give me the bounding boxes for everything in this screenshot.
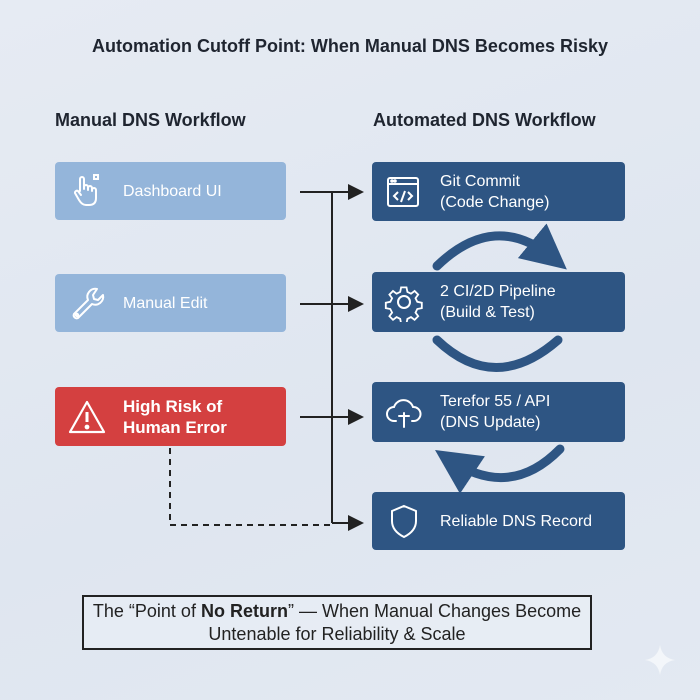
label-line-1: 2 CI/2D Pipeline xyxy=(440,283,556,300)
manual-step-label: Dashboard UI xyxy=(123,182,222,200)
auto-step-pipeline: 2 CI/2D Pipeline (Build & Test) xyxy=(372,272,625,332)
manual-step-manual-edit: Manual Edit xyxy=(55,274,286,332)
auto-step-api: Terefor 55 / API (DNS Update) xyxy=(372,382,625,442)
warning-icon xyxy=(68,400,106,433)
wrench-icon xyxy=(72,287,105,320)
point-of-no-return-note: The “Point of No Return” — When Manual C… xyxy=(82,595,592,650)
note-emphasis: No Return xyxy=(200,601,288,621)
shield-icon xyxy=(391,504,417,539)
label-line-1: Git Commit xyxy=(440,172,520,190)
cloud-upload-icon xyxy=(386,399,422,428)
manual-step-high-risk: High Risk of Human Error xyxy=(55,387,286,446)
note-suffix: ” — When Manual Changes Become xyxy=(287,601,582,621)
manual-workflow-heading: Manual DNS Workflow xyxy=(55,110,246,130)
automated-workflow-heading: Automated DNS Workflow xyxy=(373,110,596,130)
auto-step-label: Git Commit (Code Change) xyxy=(440,171,549,213)
manual-step-dashboard-ui: Dashboard UI xyxy=(55,162,286,220)
gear-icon xyxy=(384,286,423,322)
label-line-1: High Risk of xyxy=(123,396,223,416)
code-window-icon xyxy=(387,176,419,207)
cycle-arrow-bottom xyxy=(435,444,565,494)
label-line-2: Human Error xyxy=(123,417,227,437)
note-prefix: The “Point of xyxy=(92,601,201,621)
sparkle-icon xyxy=(645,645,675,675)
note-line-2: Untenable for Reliability & Scale xyxy=(208,624,466,644)
hand-pointer-icon xyxy=(74,174,99,206)
label-line-2: (DNS Update) xyxy=(440,414,541,431)
auto-step-label: Reliable DNS Record xyxy=(440,512,593,530)
auto-step-label: Terefor 55 / API (DNS Update) xyxy=(440,391,550,433)
cycle-arrow-top xyxy=(432,223,567,271)
manual-step-label: High Risk of Human Error xyxy=(123,396,227,438)
auto-step-dns-record: Reliable DNS Record xyxy=(372,492,625,550)
label-line-2: (Code Change) xyxy=(440,193,550,211)
label-line-2: (Build & Test) xyxy=(440,304,535,321)
manual-step-label: Manual Edit xyxy=(123,294,208,312)
label-line-1: Terefor 55 / API xyxy=(440,393,551,410)
auto-step-git-commit: Git Commit (Code Change) xyxy=(372,162,625,221)
page-title: Automation Cutoff Point: When Manual DNS… xyxy=(91,36,609,56)
dashed-risk-connector xyxy=(169,448,330,526)
auto-step-label: 2 CI/2D Pipeline (Build & Test) xyxy=(440,281,556,323)
cycle-arrow-middle xyxy=(432,335,563,372)
